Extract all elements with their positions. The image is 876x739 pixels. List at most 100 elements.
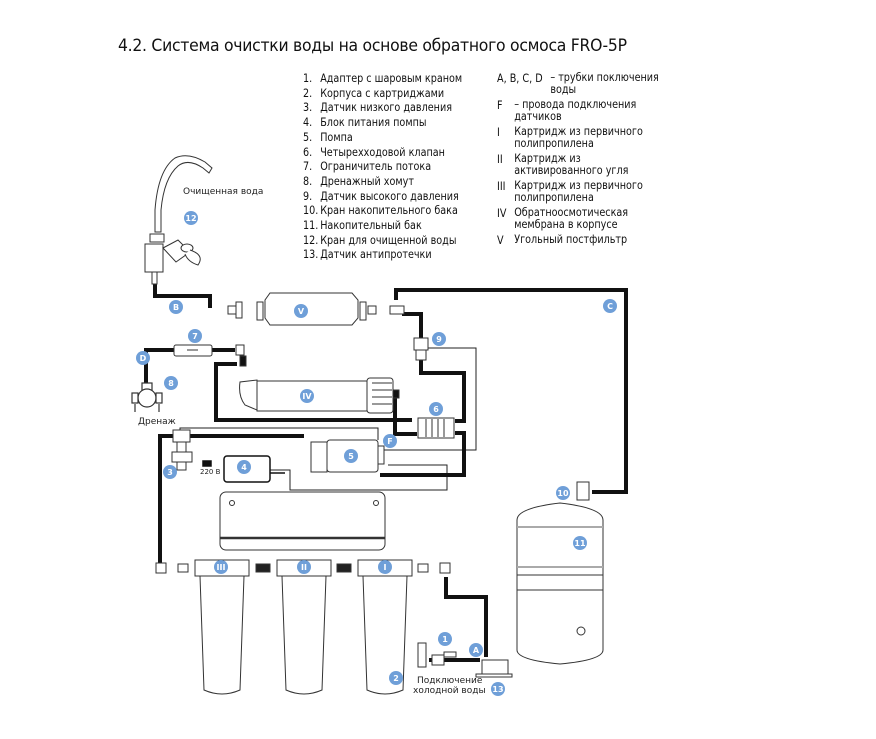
badge-ii: II: [297, 560, 311, 574]
badge-label: II: [301, 563, 307, 572]
tube-c: [394, 288, 628, 494]
badge-i: I: [378, 560, 392, 574]
low-pressure-sensor: [171, 429, 193, 471]
badge-d: D: [136, 351, 150, 365]
cold-water-label-1: Подключение: [417, 676, 483, 686]
legend-text: Дренажный хомут: [320, 174, 414, 188]
legend-text: Картридж из первичного полипропилена: [514, 125, 643, 150]
purified-water-label: Очищенная вода: [183, 187, 263, 197]
legend-num: 9.: [303, 189, 313, 203]
postfilter-v: [227, 292, 405, 326]
badge-label: 3: [167, 468, 173, 477]
legend-item: 12.Кран для очищенной воды: [303, 234, 462, 249]
legend-text: Корпуса с картриджами: [320, 86, 445, 100]
legend-key: IV: [497, 207, 507, 220]
badge-label: 9: [436, 335, 442, 344]
legend-item: 6.Четырехходовой клапан: [303, 146, 462, 161]
badge-label: 7: [192, 332, 198, 341]
legend-key: V: [497, 234, 504, 247]
legend-num: 7.: [303, 160, 313, 174]
tube-d: [144, 348, 178, 383]
voltage-label: 220 В: [200, 468, 221, 476]
legend-key: A, B, C, D: [497, 72, 543, 85]
legend-num: 10.: [303, 204, 319, 218]
badge-iii: III: [214, 560, 228, 574]
legend-key: F: [497, 99, 503, 112]
tube-b: [153, 268, 212, 308]
legend-key: III: [497, 180, 506, 193]
legend-key: I: [497, 126, 500, 139]
legend-text: Картридж из активированного угля: [514, 152, 629, 177]
legend-text: Накопительный бак: [320, 219, 422, 233]
legend-item: 7. Ограничитель потока: [303, 160, 462, 175]
legend-text: – провода подключения датчиков: [514, 98, 637, 123]
cold-water-label-2: холодной воды: [413, 686, 486, 696]
badge-label: D: [140, 354, 147, 363]
legend-text: Блок питания помпы: [320, 116, 427, 130]
legend-text: Датчик антипротечки: [320, 248, 432, 262]
badge-13: 13: [491, 682, 505, 696]
legend-key: II: [497, 153, 503, 166]
legend-text: Адаптер с шаровым краном: [320, 72, 463, 85]
badge-6: 6: [429, 402, 443, 416]
legend-item: 10.Кран накопительного бака: [303, 204, 462, 219]
legend-text: Датчик высокого давления: [320, 189, 459, 203]
badge-f: F: [383, 434, 397, 448]
legend-item: F – провода подключения датчиков: [497, 99, 678, 123]
page-title: 4.2. Система очистки воды на основе обра…: [118, 36, 627, 56]
drain-label: Дренаж: [138, 417, 176, 427]
legend-num: 12.: [303, 233, 319, 247]
flow-restrictor: [173, 344, 247, 367]
badge-9: 9: [432, 332, 446, 346]
badge-label: 12: [185, 214, 196, 223]
legend-item: 9. Датчик высокого давления: [303, 190, 462, 205]
legend-text: Картридж из первичного полипропилена: [514, 179, 643, 204]
badge-label: I: [384, 563, 387, 572]
drain-saddle: [131, 382, 163, 412]
legend-numbered: 1.Адаптер с шаровым краном 2.Корпуса с к…: [303, 72, 462, 263]
badge-b: B: [169, 300, 183, 314]
legend-item: III Картридж из первичного полипропилена: [497, 180, 678, 204]
badge-label: III: [217, 563, 226, 572]
legend-num: 1.: [303, 72, 313, 85]
legend-item: 11.Накопительный бак: [303, 219, 462, 234]
four-way-valve: [417, 417, 455, 439]
legend-item: 3. Датчик низкого давления: [303, 101, 462, 116]
badge-4: 4: [237, 460, 251, 474]
storage-tank: [516, 481, 604, 665]
badge-label: 11: [574, 539, 586, 548]
legend-item: II Картридж из активированного угля: [497, 153, 678, 177]
badge-label: 13: [492, 685, 503, 694]
legend-text: Кран для очищенной воды: [320, 233, 457, 247]
legend-text: Ограничитель потока: [320, 160, 432, 174]
legend-item: A, B, C, D– трубки поключения воды: [497, 72, 678, 96]
badge-label: 8: [168, 379, 174, 388]
badge-label: B: [173, 303, 179, 312]
badge-2: 2: [389, 671, 403, 685]
legend-item: 1. Адаптер с шаровым краном: [303, 72, 462, 87]
badge-label: 2: [393, 674, 399, 683]
tube-upper-right: [402, 312, 423, 338]
legend-num: 13.: [303, 248, 319, 262]
badge-c: C: [603, 299, 617, 313]
legend-num: 3.: [303, 101, 313, 115]
legend-item: 13.Датчик антипротечки: [303, 248, 462, 263]
badge-label: 5: [348, 452, 354, 461]
legend-item: 4. Блок питания помпы: [303, 116, 462, 131]
badge-7: 7: [188, 329, 202, 343]
legend-item: I Картридж из первичного полипропилена: [497, 126, 678, 150]
badge-8: 8: [164, 376, 178, 390]
badge-label: 6: [433, 405, 439, 414]
high-pressure-sensor: [413, 337, 429, 361]
badge-label: C: [607, 302, 613, 311]
badge-iv: IV: [300, 389, 314, 403]
badge-1: 1: [438, 632, 452, 646]
filter-housings: [155, 559, 451, 695]
legend-text: Датчик низкого давления: [320, 101, 453, 115]
badge-5: 5: [344, 449, 358, 463]
legend-num: 4.: [303, 116, 313, 130]
legend-num: 6.: [303, 145, 313, 159]
legend-lettered: A, B, C, D– трубки поключения воды F – пр…: [497, 72, 678, 252]
